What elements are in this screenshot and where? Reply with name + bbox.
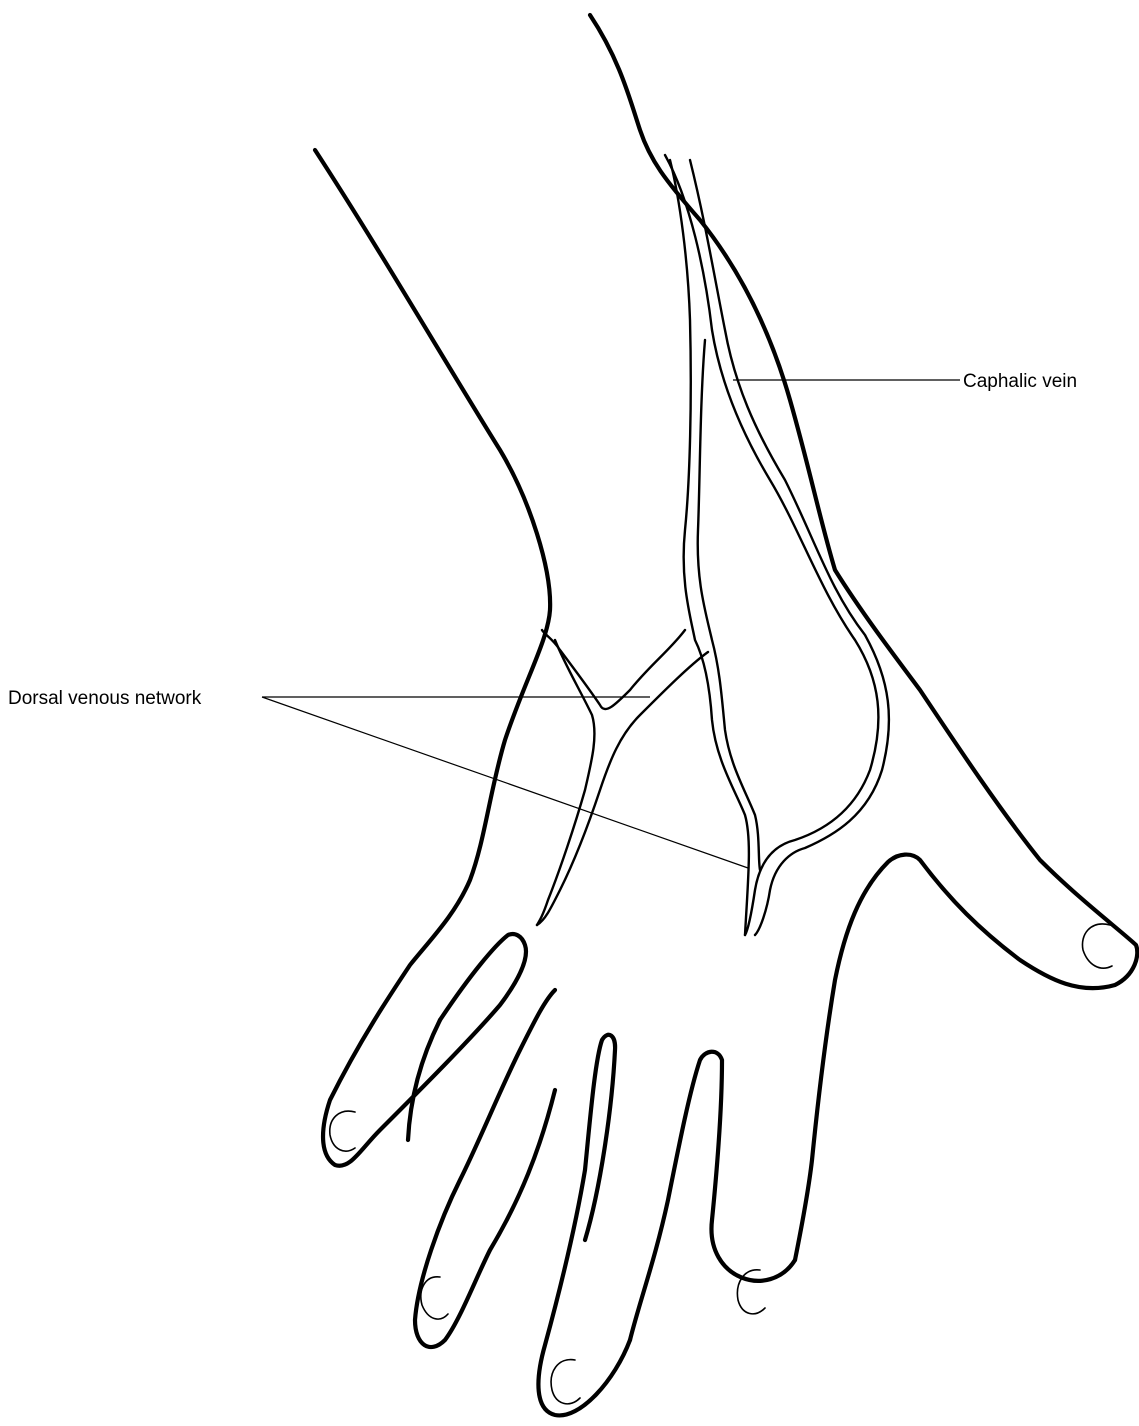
network-branch-inner [537, 652, 708, 925]
leader-lines [262, 380, 960, 868]
hand-outline [315, 15, 1137, 1415]
network-branch-left [537, 640, 594, 925]
veins [537, 155, 889, 935]
cephalic-vein-inner [690, 160, 889, 935]
dorsal-leader-lower [262, 697, 748, 868]
ring-finger-nail [421, 1277, 448, 1319]
dorsal-venous-network-label: Dorsal venous network [8, 688, 202, 709]
ring-finger [408, 990, 555, 1347]
index-finger [630, 1052, 795, 1340]
middle-finger-nail [551, 1360, 580, 1404]
forearm-right-edge [590, 15, 1137, 1260]
thumb-nail [1082, 924, 1112, 968]
central-vein-inner [698, 340, 760, 870]
little-finger-nail [330, 1111, 355, 1151]
cephalic-vein-label: Caphalic vein [963, 371, 1077, 392]
forearm-left-edge [315, 150, 550, 1166]
middle-finger [538, 1035, 630, 1416]
